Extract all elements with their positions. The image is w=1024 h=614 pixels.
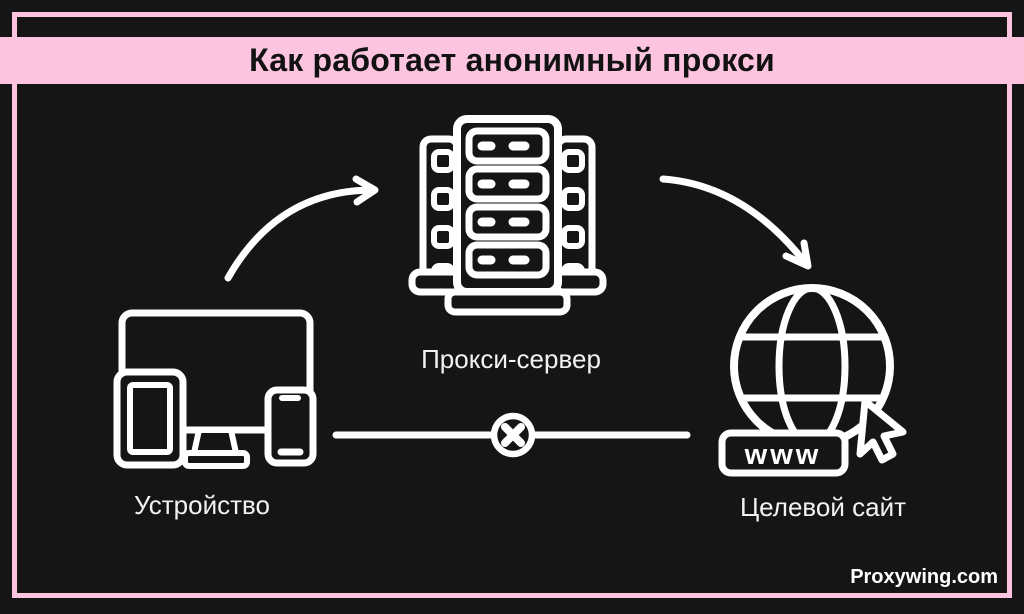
page-title: Как работает анонимный прокси (249, 42, 775, 78)
cursor-icon (856, 397, 907, 464)
blocked-direct-line (332, 412, 691, 458)
arrow-proxy-to-target (659, 175, 812, 270)
device-label: Устройство (133, 490, 271, 520)
target-site-label: Целевой сайт (739, 492, 907, 522)
blocked-x-icon (490, 412, 536, 458)
www-text: www (744, 439, 822, 471)
title-banner: Как работает анонимный прокси (0, 37, 1024, 84)
watermark-brand: Proxywing.com (850, 566, 998, 588)
pink-border-frame (12, 12, 1012, 598)
devices-icon (113, 309, 317, 469)
proxy-server-icon (408, 115, 607, 316)
globe-www-cursor-icon: www (718, 284, 907, 477)
arrow-device-to-proxy (224, 175, 379, 282)
proxy-server-label: Прокси-сервер (421, 344, 601, 374)
